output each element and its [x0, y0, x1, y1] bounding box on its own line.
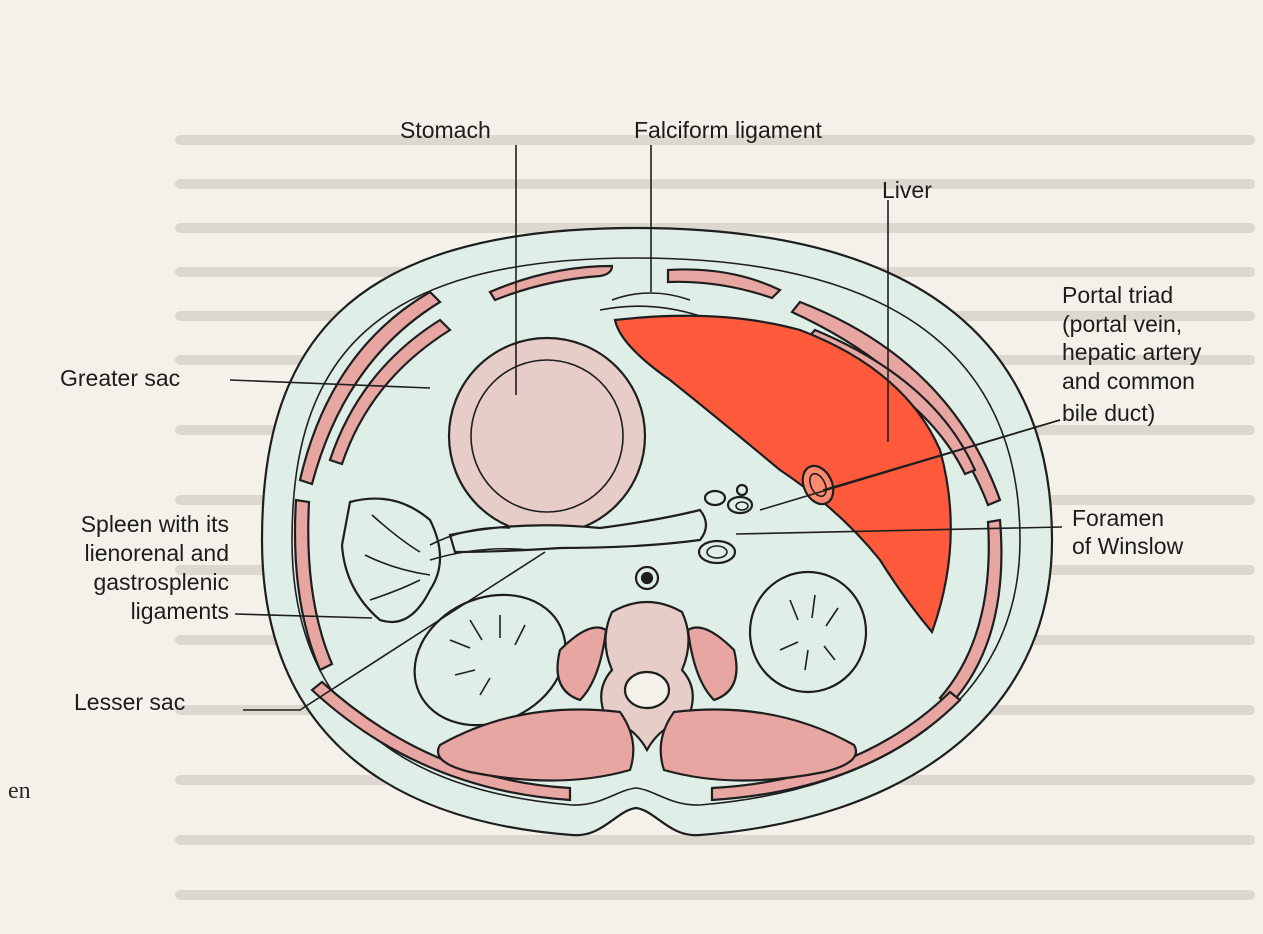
- foramen-of-winslow-label: Foramen of Winslow: [1072, 505, 1184, 559]
- svg-text:Foramen: Foramen: [1072, 505, 1164, 531]
- svg-text:and common: and common: [1062, 368, 1195, 394]
- svg-text:ligaments: ligaments: [131, 598, 229, 624]
- greater-sac-label: Greater sac: [60, 365, 180, 391]
- lesser-sac-label: Lesser sac: [74, 689, 185, 715]
- svg-text:hepatic artery: hepatic artery: [1062, 339, 1202, 365]
- falciform-ligament-label: Falciform ligament: [634, 117, 822, 143]
- stomach-label: Stomach: [400, 117, 491, 143]
- svg-text:Portal triad: Portal triad: [1062, 282, 1173, 308]
- svg-text:bile duct): bile duct): [1062, 400, 1155, 426]
- inferior-vena-cava: [699, 541, 735, 563]
- svg-text:lienorenal and: lienorenal and: [84, 540, 229, 566]
- svg-text:(portal vein,: (portal vein,: [1062, 311, 1182, 337]
- liver-label: Liver: [882, 177, 932, 203]
- svg-text:Spleen with its: Spleen with its: [81, 511, 229, 537]
- svg-text:gastrosplenic: gastrosplenic: [93, 569, 229, 595]
- page-fragment-text: en: [8, 778, 31, 804]
- svg-text:of Winslow: of Winslow: [1072, 533, 1184, 559]
- right-kidney: [750, 572, 866, 692]
- stomach-wall: [449, 338, 645, 534]
- portal-triad-label: Portal triad (portal vein, hepatic arter…: [1062, 282, 1202, 426]
